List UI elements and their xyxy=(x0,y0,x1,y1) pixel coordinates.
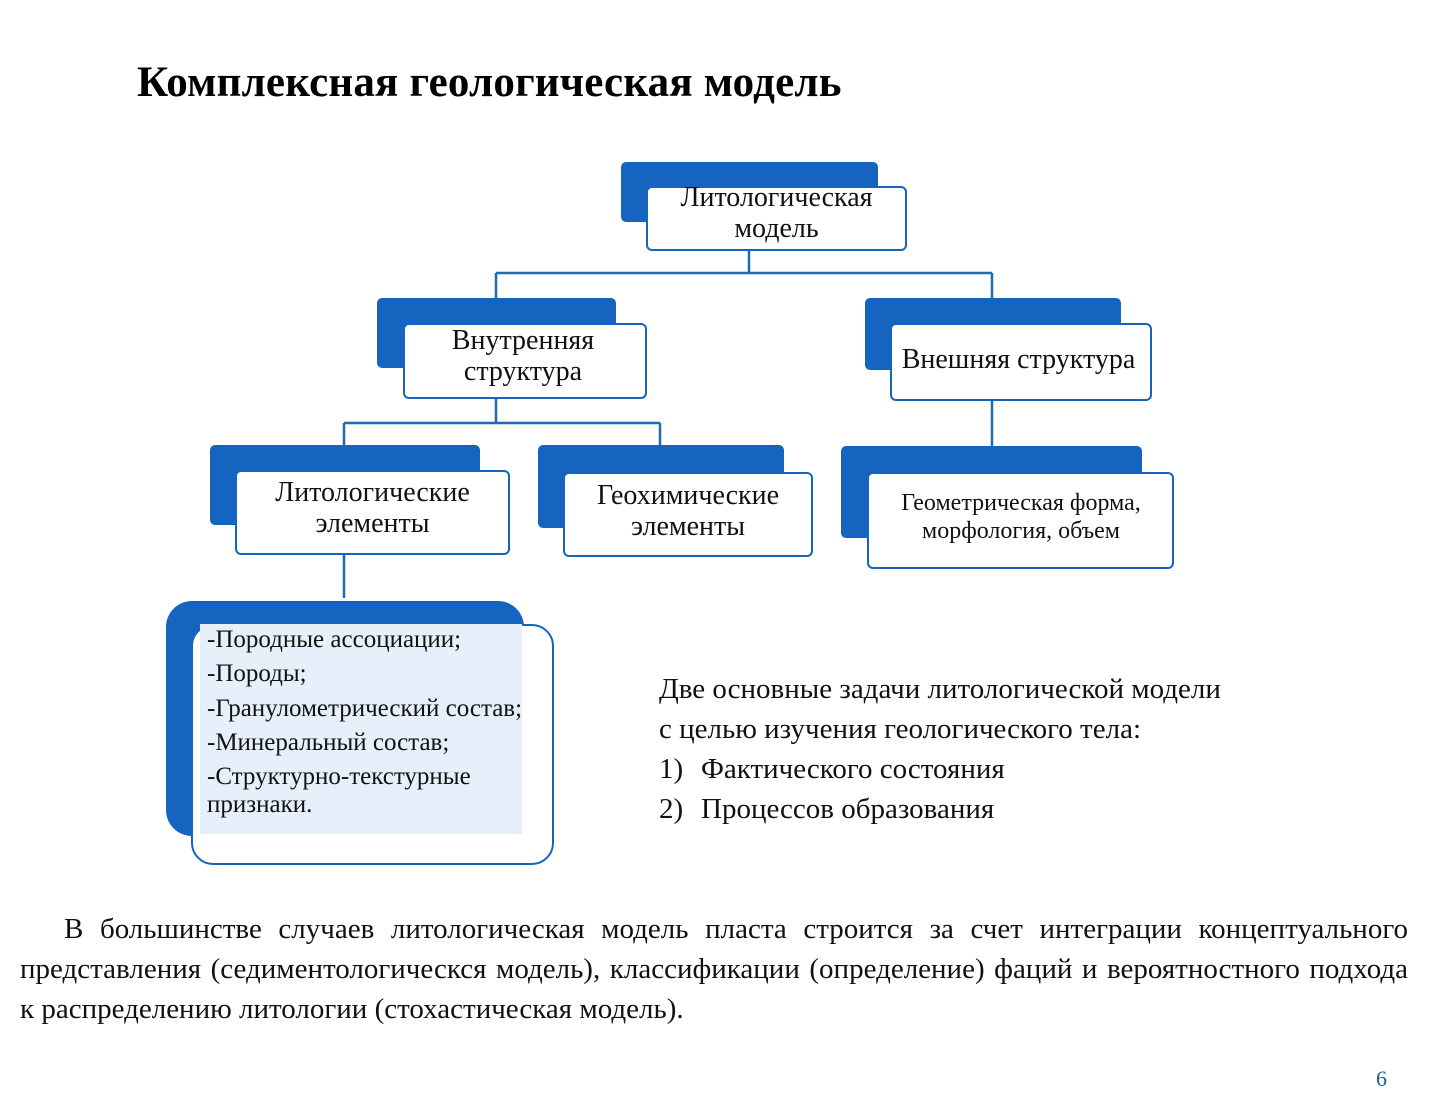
page-title: Комплексная геологическая модель xyxy=(137,59,842,106)
node-external-structure: Внешняя структура xyxy=(865,298,1152,401)
tasks-item-number: 2) xyxy=(659,793,684,825)
tasks-intro-line: с целью изучения геологического тела: xyxy=(659,713,1141,745)
node-internal-structure-label: Внутренняя структура xyxy=(451,324,595,387)
tasks-item-number: 1) xyxy=(659,753,684,785)
node-external-structure-label: Внешняя структура xyxy=(901,344,1136,376)
node-litho-elements-label: Литологические элементы xyxy=(275,476,470,539)
node-geometry: Геометрическая форма, морфология, объем xyxy=(841,446,1174,569)
tasks-item-text: Фактического состояния xyxy=(701,753,1005,785)
tasks-intro-line: Две основные задачи литологической модел… xyxy=(659,673,1221,705)
details-item: -Гранулометрический состав; xyxy=(207,694,523,722)
details-list: -Породные ассоциации; -Породы; -Гранулом… xyxy=(207,626,527,826)
tasks-item: 2) Процессов образования xyxy=(659,789,1221,829)
details-fill xyxy=(200,624,522,834)
details-item: -Породы; xyxy=(207,660,307,688)
summary-paragraph: В большинстве случаев литологическая мод… xyxy=(20,913,1408,1025)
node-litho-model: Литологическая модель xyxy=(621,162,907,251)
node-geochem-elements-label: Геохимические элементы xyxy=(596,479,780,542)
tasks-item-text: Процессов образования xyxy=(701,793,995,825)
node-geometry-label: Геометрическая форма, морфология, объем xyxy=(901,490,1141,544)
node-internal-structure: Внутренняя структура xyxy=(377,298,647,399)
tasks-block: Две основные задачи литологической модел… xyxy=(659,669,1221,829)
tasks-list: 1) Фактического состояния 2) Процессов обр… xyxy=(659,749,1221,829)
node-litho-model-label: Литологическая модель xyxy=(680,181,873,244)
details-item: -Минеральный состав; xyxy=(207,728,450,756)
tasks-item: 1) Фактического состояния xyxy=(659,749,1221,789)
node-litho-elements: Литологические элементы xyxy=(210,445,510,555)
page-number: 6 xyxy=(1376,1066,1387,1091)
node-geochem-elements: Геохимические элементы xyxy=(538,445,813,557)
details-item: -Структурно-текстурные признаки. xyxy=(207,763,471,819)
details-item: -Породные ассоциации; xyxy=(207,626,462,653)
